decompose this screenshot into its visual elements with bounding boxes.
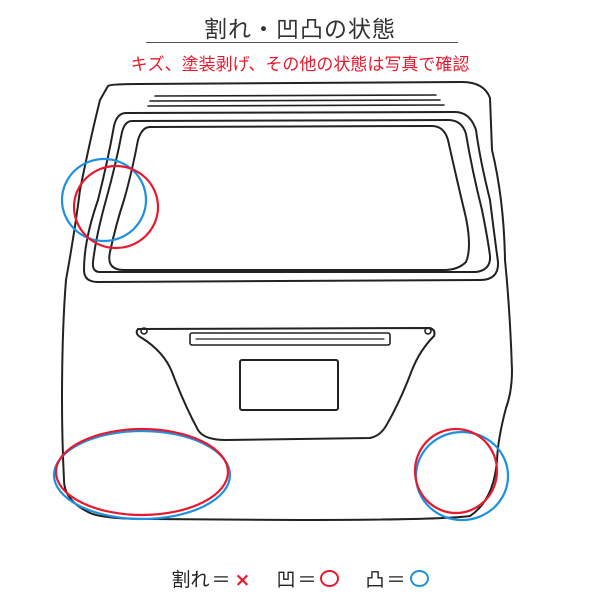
license-plate-recess <box>135 327 436 441</box>
spoiler-line <box>149 99 441 102</box>
garnish-bar <box>189 332 391 346</box>
red-circle-icon <box>320 570 340 587</box>
window-frame-inner <box>91 119 492 273</box>
legend-equals: ＝ <box>386 569 406 591</box>
recess-bolt <box>140 327 148 335</box>
legend-dent-label: 凹 <box>276 569 296 591</box>
legend: 割れ＝× 凹＝ 凸＝ <box>0 565 600 592</box>
title-underline <box>146 42 458 43</box>
legend-dent: 凹＝ <box>276 565 340 592</box>
legend-crack-label: 割れ <box>171 569 210 591</box>
dent-marker-lower-right <box>413 427 499 515</box>
spoiler-line <box>154 94 437 97</box>
window-glass <box>108 125 470 271</box>
bump-marker-lower-left <box>52 429 232 521</box>
spoiler-line <box>147 104 445 107</box>
legend-equals: ＝ <box>211 569 231 591</box>
legend-bump-label: 凸 <box>365 569 385 591</box>
blue-circle-icon <box>409 570 429 587</box>
recess-bolt <box>424 327 432 335</box>
legend-bump: 凸＝ <box>366 565 429 592</box>
page-subtitle: キズ、塗装剥げ、その他の状態は写真で確認 <box>130 55 470 75</box>
license-plate <box>239 359 339 411</box>
legend-equals: ＝ <box>297 569 317 591</box>
cross-icon: × <box>234 569 251 591</box>
window-frame-outer <box>83 111 500 283</box>
dent-marker-lower-left <box>54 427 230 517</box>
tailgate-outline <box>61 81 513 521</box>
bump-marker-upper-left <box>60 157 148 243</box>
page-title: 割れ・凹凸の状態 <box>204 17 396 43</box>
dent-marker-upper-left <box>72 164 160 250</box>
legend-crack: 割れ＝× <box>171 565 250 592</box>
